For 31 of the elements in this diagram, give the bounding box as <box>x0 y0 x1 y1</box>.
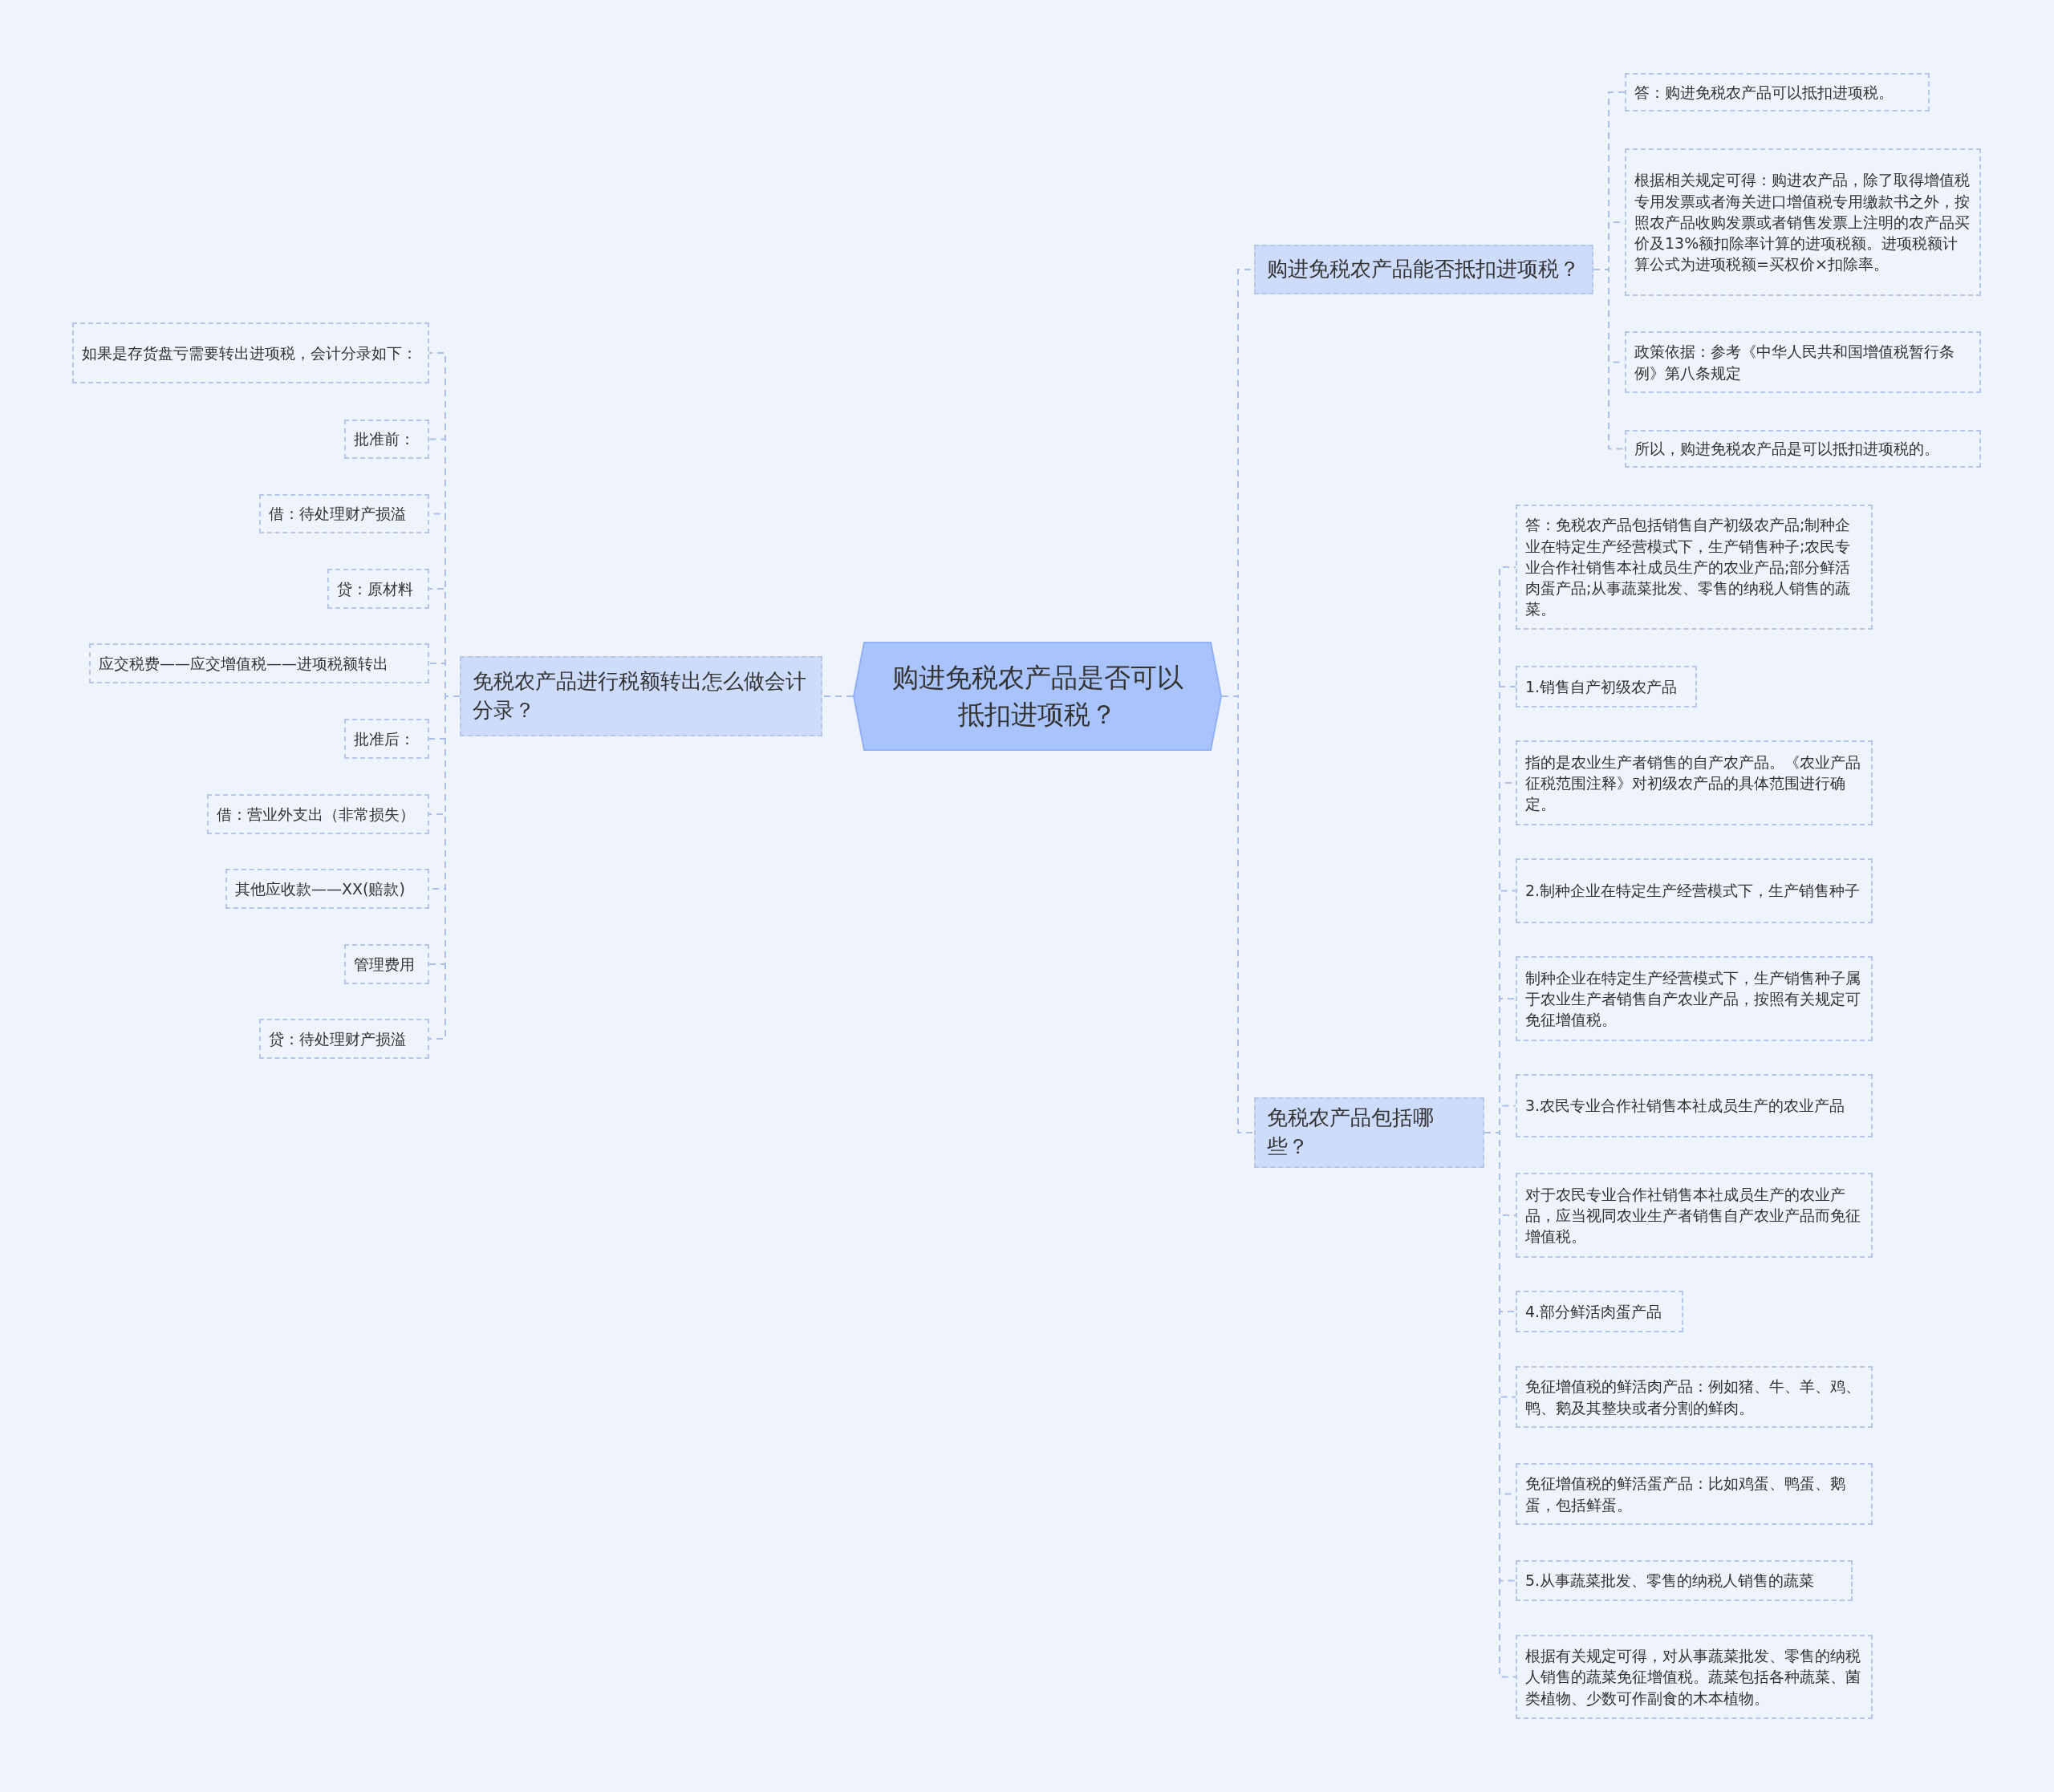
text-box: 4.部分鲜活肉蛋产品 <box>1516 1291 1683 1332</box>
topic-box: 购进免税农产品能否抵扣进项税？ <box>1254 245 1593 294</box>
text-box: 根据有关规定可得，对从事蔬菜批发、零售的纳税人销售的蔬菜免征增值税。蔬菜包括各种蔬菜、菌类植物、少数可作副食的木本植物。 <box>1516 1635 1873 1719</box>
text-box: 根据相关规定可得：购进农产品，除了取得增值税专用发票或者海关进口增值税专用缴款书之外，按照农产品收购发票或者销售发票上注明的农产品买价及13%额扣除率计算的进项税额。进项税额计算公式为进项税额=买权价×扣除率。 <box>1625 148 1981 296</box>
text-box: 2.制种企业在特定生产经营模式下，生产销售种子 <box>1516 858 1873 923</box>
text-box: 管理费用 <box>344 944 429 984</box>
text-box: 应交税费——应交增值税——进项税额转出 <box>89 643 429 683</box>
text-box: 借：待处理财产损溢 <box>259 494 429 533</box>
text-box: 批准前： <box>344 420 429 459</box>
text-box: 所以，购进免税农产品是可以抵扣进项税的。 <box>1625 430 1981 468</box>
text-box: 5.从事蔬菜批发、零售的纳税人销售的蔬菜 <box>1516 1560 1853 1601</box>
text-box: 免征增值税的鲜活肉产品：例如猪、牛、羊、鸡、鸭、鹅及其整块或者分割的鲜肉。 <box>1516 1366 1873 1428</box>
connector-line <box>822 695 854 697</box>
text-box: 贷：待处理财产损溢 <box>259 1019 429 1059</box>
text-box: 免征增值税的鲜活蛋产品：比如鸡蛋、鸭蛋、鹅蛋，包括鲜蛋。 <box>1516 1463 1873 1525</box>
text-box: 其他应收款——XX(赔款) <box>225 869 429 909</box>
text-box: 指的是农业生产者销售的自产农产品。《农业产品征税范围注释》对初级农产品的具体范围进行确定。 <box>1516 740 1873 825</box>
text-box: 3.农民专业合作社销售本社成员生产的农业产品 <box>1516 1074 1873 1137</box>
text-box: 答：购进免税农产品可以抵扣进项税。 <box>1625 73 1930 111</box>
text-box: 制种企业在特定生产经营模式下，生产销售种子属于农业生产者销售自产农业产品，按照有关规定可免征增值税。 <box>1516 956 1873 1041</box>
connector-line <box>1593 269 1626 450</box>
text-box: 借：营业外支出（非常损失） <box>207 794 429 834</box>
text-box: 对于农民专业合作社销售本社成员生产的农业产品，应当视同农业生产者销售自产农业产品而免征增值税。 <box>1516 1173 1873 1258</box>
text-box: 批准后： <box>344 719 429 759</box>
text-box: 政策依据：参考《中华人民共和国增值税暂行条例》第八条规定 <box>1625 331 1981 393</box>
topic-box: 免税农产品进行税额转出怎么做会计分录？ <box>460 656 822 736</box>
text-box: 贷：原材料 <box>327 569 429 609</box>
text-box: 答：免税农产品包括销售自产初级农产品;制种企业在特定生产经营模式下，生产销售种子;农民专业合作社销售本社成员生产的农业产品;部分鲜活肉蛋产品;从事蔬菜批发、零售的纳税人销售的蔬菜。 <box>1516 505 1873 630</box>
text-box: 1.销售自产初级农产品 <box>1516 666 1697 707</box>
topic-box: 免税农产品包括哪些？ <box>1254 1097 1484 1168</box>
text-box: 如果是存货盘亏需要转出进项税，会计分录如下： <box>72 322 429 383</box>
